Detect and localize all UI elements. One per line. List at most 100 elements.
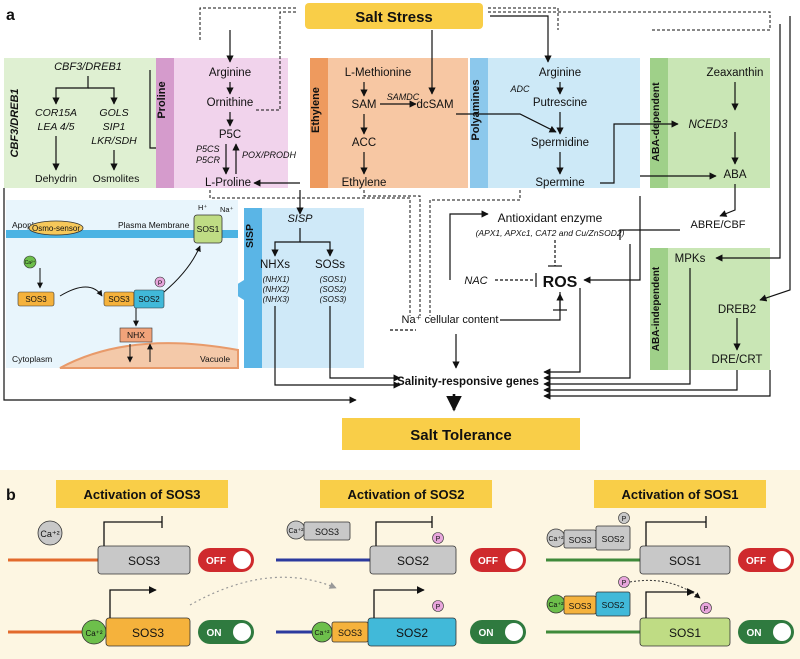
p-sos2-on-label: P [436,604,441,611]
ca-free-label: Ca⁺² [40,529,59,539]
cell-sos2-label: SOS2 [138,295,160,304]
toggle-off-2-knob [505,551,523,569]
ca-free-circle [37,520,63,546]
p-sos2-off-label: P [436,536,441,543]
dcsam-label: dcSAM [416,99,453,111]
cell-p-label: P [158,280,162,287]
sos3-to-sos2-link [189,576,337,606]
osmo-sensor [28,220,84,236]
sos2-on-box [367,617,457,647]
proline-region [156,58,288,188]
samdc-label: SAMDC [387,92,420,102]
zeaxanthin-label: Zeaxanthin [707,67,764,79]
nhxs-label: NHXs [260,259,290,271]
aba-indep-arrows [715,16,791,351]
nced3-label: NCED3 [689,119,729,131]
sos1-on-label: SOS1 [669,626,701,640]
toggle-on-2-knob [505,623,523,641]
ethylene-side-label: Ethylene [310,87,322,133]
sisp-side-label: SISP [244,224,256,248]
ornithine-label: Ornithine [207,97,254,109]
toggle-off-2-label: OFF [478,556,498,567]
sos3-on-label: SOS3 [132,626,164,640]
sos3-inactive-label: SOS3 [315,527,339,537]
sos3-inactive-box [303,521,351,541]
proline-side-bar [156,58,174,188]
cell-ca-label: Ca²⁺ [25,260,36,266]
p-transfer-arrow [629,579,701,599]
na-content-label: Na⁺ cellular content [402,314,499,326]
sos2-c3-off-box [595,525,631,551]
toggle-on-3-label: ON [747,628,762,639]
sos1-off-label: SOS1 [669,554,701,568]
proline-arrows [222,30,300,187]
sisp-side-bar [244,208,262,368]
panel-a: a Salt Stress CBF3/DREB1 CBF3/DREB1 COR1… [3,3,791,450]
p5cs-label: P5CS [196,144,220,154]
panel-a-label: a [6,7,15,24]
title-sos1-box [594,480,766,508]
sos2-on-label: SOS2 [396,626,428,640]
title-sos1: Activation of SOS1 [621,487,738,502]
nhx1-label: (NHX1) [263,275,290,284]
ros-arrows [390,196,680,331]
gene-gols: GOLS [99,107,128,119]
gene-lkr: LKR/SDH [91,135,137,147]
title-sos2-box [320,480,492,508]
sos2-c3-on-box [595,591,631,617]
polyamines-side-bar [470,58,488,188]
salt-tolerance-label: Salt Tolerance [410,427,511,444]
sos1-membrane-box [193,214,223,244]
nhx-label: NHX [127,330,145,340]
sos3-off-inhibit [103,516,163,546]
cell-h-label: H⁺ [198,203,207,212]
antioxidant-list: (APX1, APXc1, CAT2 and Cu/ZnSOD2) [476,228,625,238]
vacuole-label: Vacuole [200,354,230,364]
ca-circle-cell [23,255,37,269]
cell-sos3-complex-label: SOS3 [108,295,130,304]
p-c3-off-label: P [622,516,627,523]
p-sos1-on [700,602,712,614]
sos2-off-box [369,545,457,575]
cell-sos2-box [133,289,165,309]
toggle-off-3-knob [773,551,791,569]
cytoplasm-label: Cytoplasm [12,354,52,364]
p-c3-on [618,576,630,588]
aba-dependent-region [650,58,770,188]
ca-bound-label: Ca⁺² [85,629,102,638]
mpks-label: MPKs [675,253,706,265]
proline-side-label: Proline [156,81,168,118]
ca-sos1-bound-label: Ca⁺² [549,602,565,609]
sos2-c3-on-label: SOS2 [602,600,625,610]
toggle-on-1-knob [233,623,251,641]
dashed-links [199,7,771,316]
cbf-region [4,58,156,188]
cell-na-label: Na⁺ [220,205,234,214]
salt-tolerance-box [342,418,580,450]
p-sos2-off [432,532,444,544]
ca-sos2-bound-label: Ca⁺² [315,630,331,637]
salt-stress-box [305,3,483,29]
ros-label: ROS [543,274,578,291]
abre-label: ABRE/CBF [690,219,745,231]
nhx2-label: (NHX2) [263,285,290,294]
dehydrin-label: Dehydrin [35,173,77,185]
toggle-off-3-label: OFF [746,556,766,567]
salinity-genes-label: Salinity-responsive genes [397,376,539,388]
sos3-c3-off-label: SOS3 [569,535,592,545]
p-circle-cell [154,276,166,288]
sos2-c3-off-label: SOS2 [602,534,625,544]
sos2-on-arrow [373,586,425,618]
aba-label: ABA [723,169,746,181]
nhx-box [119,327,153,343]
ethylene-arrows [360,30,436,175]
osmo-label: Osmo-sensor [32,224,80,233]
ethylene-side-bar [310,58,328,188]
putrescine-label: Putrescine [533,97,587,109]
polyamines-side-label: Polyamines [470,79,482,140]
sos2-off-label: SOS2 [397,554,429,568]
p-sos1-on-label: P [704,606,709,613]
aba-indep-side-bar [650,248,668,370]
sisp-arrows [271,190,401,389]
